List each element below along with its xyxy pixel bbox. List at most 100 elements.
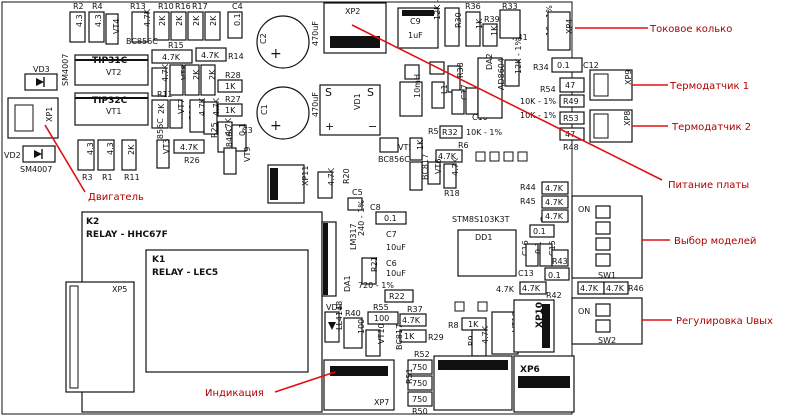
resistor-R15 — [151, 49, 193, 64]
svg-text:+: + — [270, 118, 282, 134]
label-VT2: VT2 — [106, 68, 121, 77]
value-R45b: 4.7K — [545, 212, 564, 221]
label-R27: R27 — [225, 95, 241, 104]
resistor-R44 — [541, 181, 569, 195]
label-BC846C: BC846C — [225, 126, 234, 158]
resistor-R37 — [399, 313, 427, 327]
mid-left-resistors: R15 4.7K 4.7K R14 4.7K R12 VT8 2K 2K R28… — [151, 41, 253, 153]
value-C4: 0.1 — [233, 13, 242, 26]
capacitor-C12 — [551, 57, 583, 73]
capacitor-C13 — [544, 267, 570, 281]
ic-DA2 — [477, 57, 503, 119]
annotation-thermo1: Термодатчик 1 — [669, 81, 749, 92]
value-R11: 2K — [127, 144, 136, 155]
resistor-R48 — [559, 127, 585, 141]
value-R26x: 4.7K — [212, 97, 221, 116]
resistor-R39 — [482, 23, 498, 47]
svg-text:−: − — [368, 120, 377, 133]
resistor-R52 — [407, 359, 433, 375]
label-R28: R28 — [225, 71, 241, 80]
resistor-R11 — [121, 139, 137, 171]
opamp-area: 10mH L1 R38 C17 C10 AD8604 DA2 12K - 1% … — [399, 38, 556, 122]
resistor-R30 — [444, 7, 460, 47]
resistor-R5 — [409, 137, 423, 161]
label-R49: R49 — [563, 97, 579, 106]
label-R22: R22 — [389, 292, 405, 301]
resistor-R20 — [317, 171, 333, 199]
annotation-indication: Индикация — [205, 388, 264, 399]
value-C6: 10uF — [386, 269, 406, 278]
resistor-R23 — [184, 64, 200, 96]
label-XP7: XP7 — [374, 398, 389, 407]
resistor-R12 — [151, 67, 167, 97]
cap-C9: C9 1uF — [397, 7, 439, 49]
value-R18x: 2K — [209, 15, 218, 26]
transistor-VT6 — [427, 161, 441, 185]
resistor-R54 — [559, 77, 585, 93]
transistor-VT5 — [379, 137, 399, 153]
resistor-R46 — [603, 281, 629, 295]
label-XP1: XP1 — [45, 107, 54, 122]
value-R2: 4.3 — [75, 14, 84, 27]
resistor-R18 — [443, 163, 457, 189]
label-VD2: VD2 — [4, 151, 21, 160]
resistor-R36 — [465, 11, 481, 47]
value-R50: 750 — [412, 395, 427, 404]
value-R47: 4.7K — [580, 284, 599, 293]
value-L1: 10mH — [413, 74, 422, 98]
label-LM317: LM317 — [349, 223, 358, 250]
resistor-R17 — [187, 11, 204, 41]
leader-power — [351, 24, 663, 181]
resistor-R32 — [439, 125, 463, 139]
diode-block: VD3 SM4007 XP1 VD2 SM4007 — [4, 54, 70, 174]
value-R30: 12K - 1% — [433, 0, 442, 20]
transistor-VT9 — [223, 147, 237, 175]
label-VT9: VT9 — [243, 147, 252, 162]
bottom-middle: VD4 LL4148 R40 100 R55 100 R37 4.7K 1K R… — [324, 301, 444, 357]
label-R50: R50 — [412, 407, 428, 416]
label-XP6: XP6 — [520, 365, 540, 375]
label-BC856C-3: BC856C — [378, 155, 410, 164]
value-R23: 2K — [192, 69, 201, 80]
value-R4: 4.3 — [94, 14, 103, 27]
label-R5: R5 — [428, 127, 439, 136]
label-SW1: SW1 — [598, 271, 616, 280]
svg-text:S: S — [367, 86, 374, 99]
label-R44: R44 — [520, 183, 536, 192]
capacitor-C1 — [256, 86, 310, 140]
label-XP9: XP9 — [624, 70, 633, 85]
label-ON-1: ON — [578, 205, 590, 214]
label-K2: K2 — [86, 217, 99, 227]
value-R51: 750 — [412, 379, 427, 388]
label-R1: R1 — [102, 173, 113, 182]
value-R37: 4.7K — [402, 316, 421, 325]
value-R3: 4.3 — [86, 142, 95, 155]
pad-small-1 — [404, 64, 420, 80]
annotation-motor: Двигатель — [88, 192, 144, 203]
capacitor-C8 — [375, 211, 407, 225]
annotations: Токовое колько Термодатчик 1 Термодатчик… — [44, 24, 773, 399]
label-R6: R6 — [458, 141, 469, 150]
label-XP11: XP11 — [301, 166, 310, 186]
value-R32: 10K - 1% — [466, 128, 502, 137]
value-R24b: 4.7K — [224, 117, 233, 136]
value-R15: 4.7K — [162, 53, 181, 62]
resistor-R14 — [195, 47, 227, 62]
resistor-R16 — [170, 11, 187, 41]
regulator-area: LM317 DA1 C8 0.1 240 - 1% C7 10uF C6 10u… — [321, 200, 414, 303]
capacitor-C14 — [529, 224, 555, 238]
label-XP10: XP10 — [535, 302, 545, 328]
value-R12: 4.7K — [161, 63, 170, 82]
svg-text:+: + — [270, 46, 282, 62]
label-VT10: VT10 — [377, 323, 386, 344]
relay-K1 — [145, 249, 309, 373]
value-C13: 0.1 — [548, 271, 561, 280]
capacitor-C17 — [451, 89, 465, 115]
resistor-R4 — [88, 11, 105, 43]
label-C9: C9 — [410, 17, 421, 26]
resistor-R19x — [151, 99, 169, 129]
resistor-R55 — [367, 311, 399, 325]
connector-XP2-group: XP2 — [323, 2, 387, 54]
value-R19x: 2K — [157, 103, 166, 114]
label-R53: R53 — [563, 114, 579, 123]
